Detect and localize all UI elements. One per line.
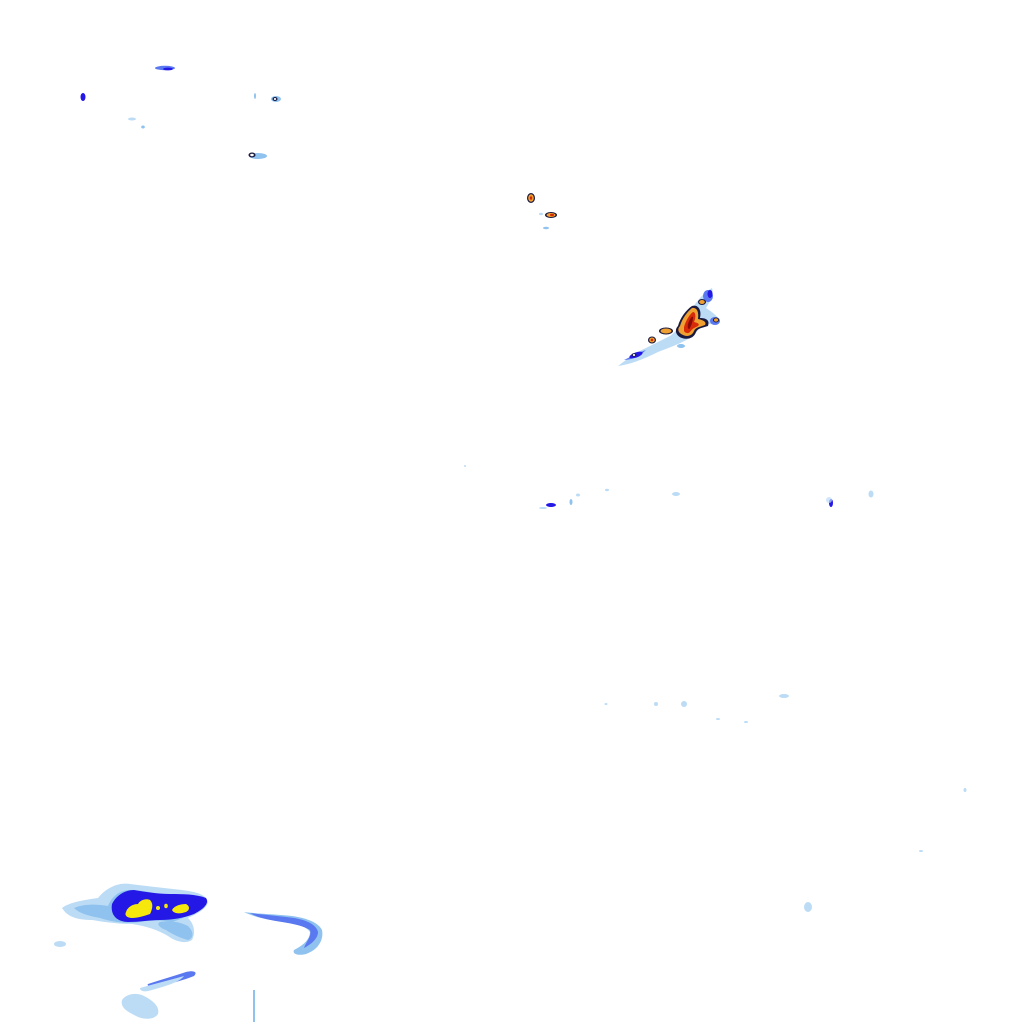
storm-cell-bottom-left bbox=[54, 883, 323, 1022]
echo-cell bbox=[744, 721, 748, 723]
echo-cell bbox=[826, 497, 832, 503]
echo-cluster-lower-right bbox=[604, 694, 967, 912]
echo-cell bbox=[576, 493, 580, 497]
echo-cell bbox=[716, 718, 720, 720]
echo-very-heavy bbox=[156, 906, 160, 910]
echo-very-heavy bbox=[164, 903, 168, 909]
echo-band-curve-heavy bbox=[250, 913, 318, 948]
echo-cell bbox=[464, 465, 466, 467]
echo-streak-light bbox=[140, 976, 184, 992]
echo-cell bbox=[804, 902, 812, 912]
echo-very-heavy bbox=[172, 904, 189, 914]
echo-cluster-top-left bbox=[80, 65, 281, 159]
echo-cell bbox=[605, 488, 609, 492]
echo-very-heavy bbox=[125, 899, 153, 918]
echo-cell bbox=[539, 507, 547, 509]
echo-cell bbox=[250, 153, 254, 157]
echo-cell bbox=[654, 702, 658, 706]
echo-moderate bbox=[158, 921, 193, 940]
echo-cell-extreme bbox=[650, 338, 654, 342]
echo-cell bbox=[543, 226, 549, 230]
echo-cell bbox=[128, 117, 136, 121]
echo-cell-intense bbox=[714, 318, 718, 322]
echo-cell bbox=[779, 694, 789, 698]
echo-cell bbox=[963, 788, 967, 792]
echo-cell bbox=[550, 213, 554, 217]
echo-cell bbox=[273, 98, 277, 100]
echo-cell bbox=[919, 850, 923, 852]
echo-very-light bbox=[54, 941, 66, 947]
echo-line-mid bbox=[464, 465, 874, 509]
echo-cell bbox=[569, 499, 573, 505]
echo-cell bbox=[868, 490, 874, 498]
echo-cell bbox=[546, 503, 556, 507]
echo-cluster-center-top bbox=[527, 193, 557, 230]
echo-cell bbox=[672, 492, 680, 496]
echo-cell-intense bbox=[699, 300, 705, 304]
echo-cell-intense bbox=[660, 328, 672, 334]
echo-cell bbox=[80, 93, 86, 101]
echo-cell bbox=[681, 701, 687, 707]
storm-cell-main bbox=[618, 288, 720, 366]
echo-streak-vertical bbox=[253, 990, 255, 1022]
echo-very-light bbox=[121, 993, 159, 1019]
echo-cell bbox=[141, 125, 145, 129]
echo-heavy bbox=[707, 290, 713, 298]
echo-core-severe bbox=[687, 316, 693, 329]
echo-heavy-core bbox=[632, 354, 636, 356]
echo-cell bbox=[539, 212, 543, 216]
echo-cell bbox=[163, 67, 173, 71]
echo-moderate bbox=[677, 344, 685, 348]
echo-cell bbox=[529, 196, 533, 200]
echo-cell bbox=[604, 703, 608, 705]
echo-cell bbox=[254, 93, 256, 99]
